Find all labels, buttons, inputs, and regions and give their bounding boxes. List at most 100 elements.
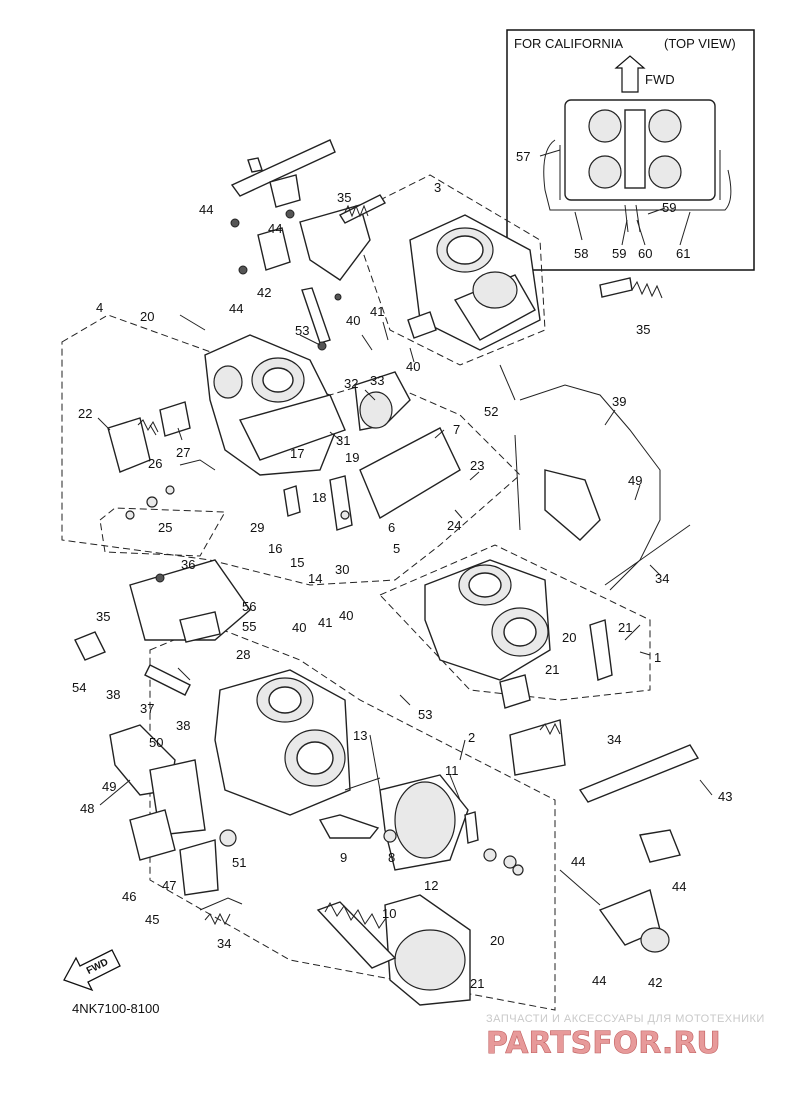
label-45: 45 bbox=[145, 912, 159, 927]
label-42a: 42 bbox=[257, 285, 271, 300]
label-49b: 49 bbox=[628, 473, 642, 488]
label-34b: 34 bbox=[607, 732, 621, 747]
label-14: 14 bbox=[308, 571, 322, 586]
label-43: 43 bbox=[718, 789, 732, 804]
carb-group-1 bbox=[424, 559, 613, 776]
label-2: 2 bbox=[468, 730, 475, 745]
label-46: 46 bbox=[122, 889, 136, 904]
group-25-outline bbox=[99, 507, 226, 557]
right-linkage bbox=[499, 277, 700, 953]
inset-view-label: (TOP VIEW) bbox=[664, 36, 736, 51]
label-33: 33 bbox=[370, 373, 384, 388]
label-3: 3 bbox=[434, 180, 441, 195]
label-25: 25 bbox=[158, 520, 172, 535]
inset-title: FOR CALIFORNIA bbox=[514, 36, 623, 51]
label-23: 23 bbox=[470, 458, 484, 473]
inset-fwd-label: FWD bbox=[645, 72, 675, 87]
label-7: 7 bbox=[453, 422, 460, 437]
label-34c: 34 bbox=[217, 936, 231, 951]
inset-label-61: 61 bbox=[676, 246, 690, 261]
label-55: 55 bbox=[242, 619, 256, 634]
label-44e: 44 bbox=[672, 879, 686, 894]
label-35b: 35 bbox=[636, 322, 650, 337]
fwd-arrow-icon bbox=[63, 949, 121, 992]
label-34a: 34 bbox=[655, 571, 669, 586]
label-18: 18 bbox=[312, 490, 326, 505]
label-22: 22 bbox=[78, 406, 92, 421]
label-47: 47 bbox=[162, 878, 176, 893]
label-21b: 21 bbox=[545, 662, 559, 677]
label-44a: 44 bbox=[199, 202, 213, 217]
group-boundaries bbox=[61, 174, 651, 1011]
label-28: 28 bbox=[236, 647, 250, 662]
diagram-code: 4NK7100-8100 bbox=[72, 1001, 159, 1016]
inset-label-59a: 59 bbox=[662, 200, 676, 215]
label-13: 13 bbox=[353, 728, 367, 743]
label-56: 56 bbox=[242, 599, 256, 614]
label-20a: 20 bbox=[140, 309, 154, 324]
top-linkage bbox=[230, 139, 387, 351]
label-6: 6 bbox=[388, 520, 395, 535]
label-8: 8 bbox=[388, 850, 395, 865]
label-21c: 21 bbox=[470, 976, 484, 991]
label-4: 4 bbox=[96, 300, 103, 315]
inset-label-59b: 59 bbox=[612, 246, 626, 261]
group-3-outline bbox=[349, 174, 546, 366]
label-49a: 49 bbox=[102, 779, 116, 794]
label-44b: 44 bbox=[268, 221, 282, 236]
label-20c: 20 bbox=[490, 933, 504, 948]
label-40d: 40 bbox=[292, 620, 306, 635]
label-35c: 35 bbox=[96, 609, 110, 624]
label-17: 17 bbox=[290, 446, 304, 461]
label-50: 50 bbox=[149, 735, 163, 750]
inset-label-58: 58 bbox=[574, 246, 588, 261]
label-38a: 38 bbox=[106, 687, 120, 702]
carb-group-3 bbox=[407, 214, 541, 351]
label-9: 9 bbox=[340, 850, 347, 865]
watermark-logo: PARTSFOR.RU bbox=[486, 1026, 721, 1061]
group-4-outline bbox=[61, 314, 521, 586]
label-36: 36 bbox=[181, 557, 195, 572]
label-42b: 42 bbox=[648, 975, 662, 990]
label-52: 52 bbox=[484, 404, 498, 419]
label-38b: 38 bbox=[176, 718, 190, 733]
label-39: 39 bbox=[612, 394, 626, 409]
label-37: 37 bbox=[140, 701, 154, 716]
label-27: 27 bbox=[176, 445, 190, 460]
label-29: 29 bbox=[250, 520, 264, 535]
label-44c: 44 bbox=[229, 301, 243, 316]
carb-group-4 bbox=[107, 334, 461, 531]
label-44f: 44 bbox=[592, 973, 606, 988]
label-53b: 53 bbox=[418, 707, 432, 722]
inset-label-57: 57 bbox=[516, 149, 530, 164]
group-1-outline bbox=[379, 544, 651, 701]
left-parts bbox=[74, 559, 251, 926]
leader-lines bbox=[97, 314, 713, 801]
label-24: 24 bbox=[447, 518, 461, 533]
label-31: 31 bbox=[336, 433, 350, 448]
inset-fwd-arrow-icon bbox=[614, 55, 646, 93]
label-1: 1 bbox=[654, 650, 661, 665]
label-40b: 40 bbox=[406, 359, 420, 374]
group-2-outline bbox=[149, 624, 556, 1011]
carb-group-2 bbox=[214, 669, 524, 1006]
label-19: 19 bbox=[345, 450, 359, 465]
label-10: 10 bbox=[382, 906, 396, 921]
label-21a: 21 bbox=[618, 620, 632, 635]
label-41b: 41 bbox=[318, 615, 332, 630]
label-15: 15 bbox=[290, 555, 304, 570]
label-53a: 53 bbox=[295, 323, 309, 338]
label-35a: 35 bbox=[337, 190, 351, 205]
label-32: 32 bbox=[344, 376, 358, 391]
inset-carb-bank bbox=[543, 99, 732, 233]
label-11: 11 bbox=[445, 763, 459, 778]
label-44d: 44 bbox=[571, 854, 585, 869]
label-30: 30 bbox=[335, 562, 349, 577]
label-20b: 20 bbox=[562, 630, 576, 645]
inset-label-60: 60 bbox=[638, 246, 652, 261]
label-40c: 40 bbox=[339, 608, 353, 623]
label-40a: 40 bbox=[346, 313, 360, 328]
label-12: 12 bbox=[424, 878, 438, 893]
watermark-caption: ЗАПЧАСТИ И АКСЕССУАРЫ ДЛЯ МОТОТЕХНИКИ bbox=[486, 1013, 765, 1025]
